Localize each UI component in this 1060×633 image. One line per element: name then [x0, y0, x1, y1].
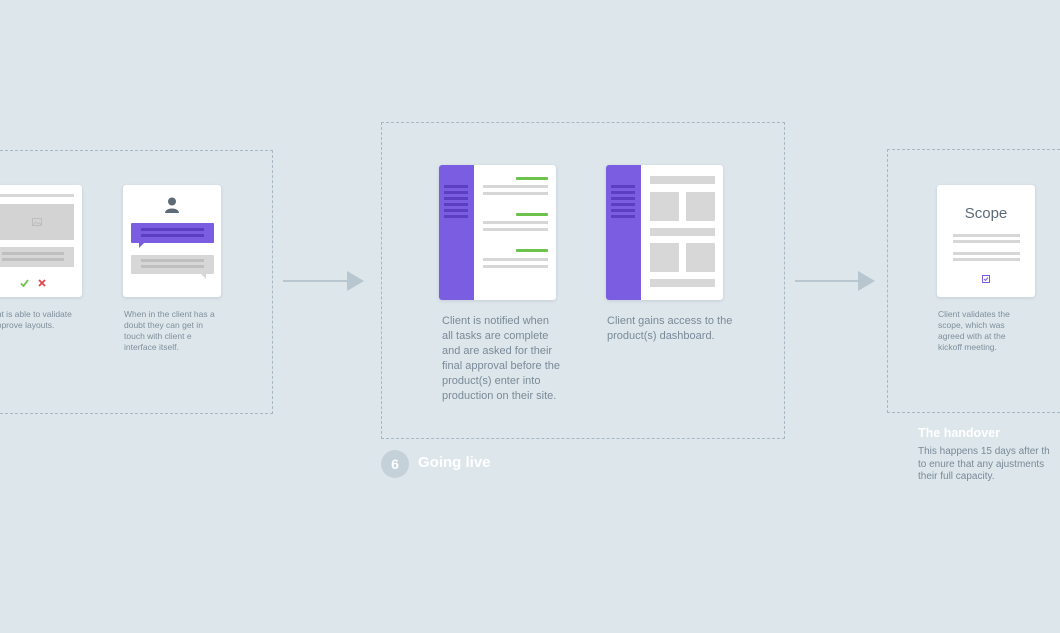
client-chat-caption: When in the client has a doubt they can …: [124, 309, 215, 352]
task-approval-card: [439, 165, 556, 300]
dashboard-wide-bar: [650, 228, 715, 236]
dashboard-footer-bar: [650, 279, 715, 287]
image-icon: [32, 218, 42, 226]
step-title: Going live: [418, 454, 491, 471]
scope-card-title: Scope: [964, 205, 1008, 222]
dashboard-tile: [686, 243, 715, 272]
client-chat-card: [123, 185, 221, 297]
sidebar: [606, 165, 641, 300]
arrow-right-icon: [858, 271, 875, 291]
dashboard-card: [606, 165, 723, 300]
check-icon: [20, 279, 29, 287]
scope-card: Scope: [937, 185, 1035, 297]
cross-icon: [38, 279, 46, 287]
task-status-3: [516, 249, 548, 252]
chat-bubble-sent-tail: [139, 243, 144, 248]
task-approval-caption: Client is notified when all tasks are co…: [442, 315, 561, 402]
content-block: [0, 247, 74, 267]
left-step-frame: [0, 150, 273, 414]
flow-arrow-line-1: [283, 280, 350, 282]
header-line: [0, 194, 74, 197]
layout-validation-card: [0, 185, 82, 297]
dashboard-caption: Client gains access to the product(s) da…: [607, 315, 733, 342]
dashboard-tile: [650, 243, 679, 272]
task-status-1: [516, 177, 548, 180]
task-status-2: [516, 213, 548, 216]
dashboard-tile: [686, 192, 715, 221]
layout-validation-caption: ent is able to validate approve layouts.: [0, 309, 72, 330]
chat-bubble-reply: [131, 255, 214, 274]
handover-frame: [887, 149, 1060, 413]
going-live-frame: [381, 122, 785, 439]
image-placeholder: [0, 204, 74, 240]
scope-caption: Client validates the scope, which was ag…: [938, 309, 1010, 352]
checkbox-icon: [982, 275, 990, 283]
user-icon: [165, 197, 179, 213]
handover-text: This happens 15 days after th to enure t…: [918, 446, 1050, 482]
dashboard-header-bar: [650, 176, 715, 184]
arrow-right-icon: [347, 271, 364, 291]
handover-title: The handover: [918, 426, 1000, 440]
dashboard-tile: [650, 192, 679, 221]
chat-bubble-sent: [131, 223, 214, 243]
flow-arrow-line-2: [795, 280, 860, 282]
chat-bubble-reply-tail: [201, 274, 206, 279]
sidebar: [439, 165, 474, 300]
step-number-badge: 6: [381, 450, 409, 478]
